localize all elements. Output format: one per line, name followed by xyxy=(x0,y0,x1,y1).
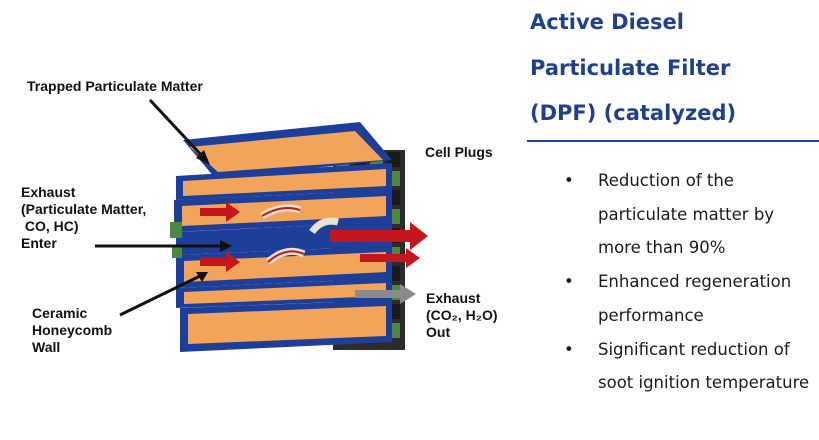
bullet-icon: • xyxy=(564,171,574,190)
label-exhaust-out: Exhaust (CO₂, H₂O) Out xyxy=(426,290,498,341)
list-item: • Reduction of the particulate matter by … xyxy=(560,164,819,265)
list-item: • Enhanced regeneration performance xyxy=(560,265,819,332)
label-line: (CO₂, H₂O) xyxy=(426,307,498,323)
label-trapped-particulate-matter: Trapped Particulate Matter xyxy=(27,78,203,94)
label-ceramic-honeycomb-wall: Ceramic Honeycomb Wall xyxy=(32,305,112,356)
title-line-2: Particulate Filter xyxy=(530,56,731,80)
title-rule xyxy=(527,140,819,142)
list-item-text: Reduction of the particulate matter by m… xyxy=(598,171,775,258)
list-item: • Significant reduction of soot ignition … xyxy=(560,333,819,400)
label-line: Honeycomb xyxy=(32,322,113,338)
inflow-arrow xyxy=(200,202,240,222)
feature-list: • Reduction of the particulate matter by … xyxy=(560,164,819,400)
label-line: (Particulate Matter, xyxy=(21,201,147,217)
bullet-icon: • xyxy=(564,339,574,359)
label-line: Wall xyxy=(32,339,61,355)
title-line-3: (DPF) (catalyzed) xyxy=(530,101,737,125)
inlet-plug xyxy=(172,246,182,258)
flow-arrows xyxy=(200,202,428,304)
bottom-slab-core xyxy=(188,306,386,344)
inlet-plug xyxy=(170,222,182,238)
leader-lines xyxy=(95,98,232,317)
outflow-arrow xyxy=(360,248,420,268)
title-line-1: Active Diesel xyxy=(530,10,684,34)
label-line: Exhaust xyxy=(426,290,481,306)
wall-flow-arrow xyxy=(267,250,305,263)
inflow-arrow xyxy=(200,252,240,272)
clean-exhaust-arrow xyxy=(355,284,416,304)
list-item-text: Significant reduction of soot ignition t… xyxy=(598,339,810,393)
top-slab-core xyxy=(190,131,383,172)
label-line: Ceramic xyxy=(32,305,88,321)
label-line: Enter xyxy=(21,235,57,251)
label-line: CO, HC) xyxy=(21,218,79,234)
channel-layer-core xyxy=(184,283,386,304)
outflow-arrow xyxy=(330,222,428,250)
channel-layer-core xyxy=(183,169,386,196)
wall-flow-arrow xyxy=(309,217,339,235)
wall-flow-arrow xyxy=(261,207,301,217)
bullet-icon: • xyxy=(564,272,574,292)
list-item-text: Enhanced regeneration performance xyxy=(598,272,792,325)
label-cell-plugs: Cell Plugs xyxy=(425,144,493,160)
label-line: Out xyxy=(426,324,451,340)
label-exhaust-enter: Exhaust (Particulate Matter, CO, HC) Ent… xyxy=(21,184,146,252)
label-line: Exhaust xyxy=(21,184,76,200)
